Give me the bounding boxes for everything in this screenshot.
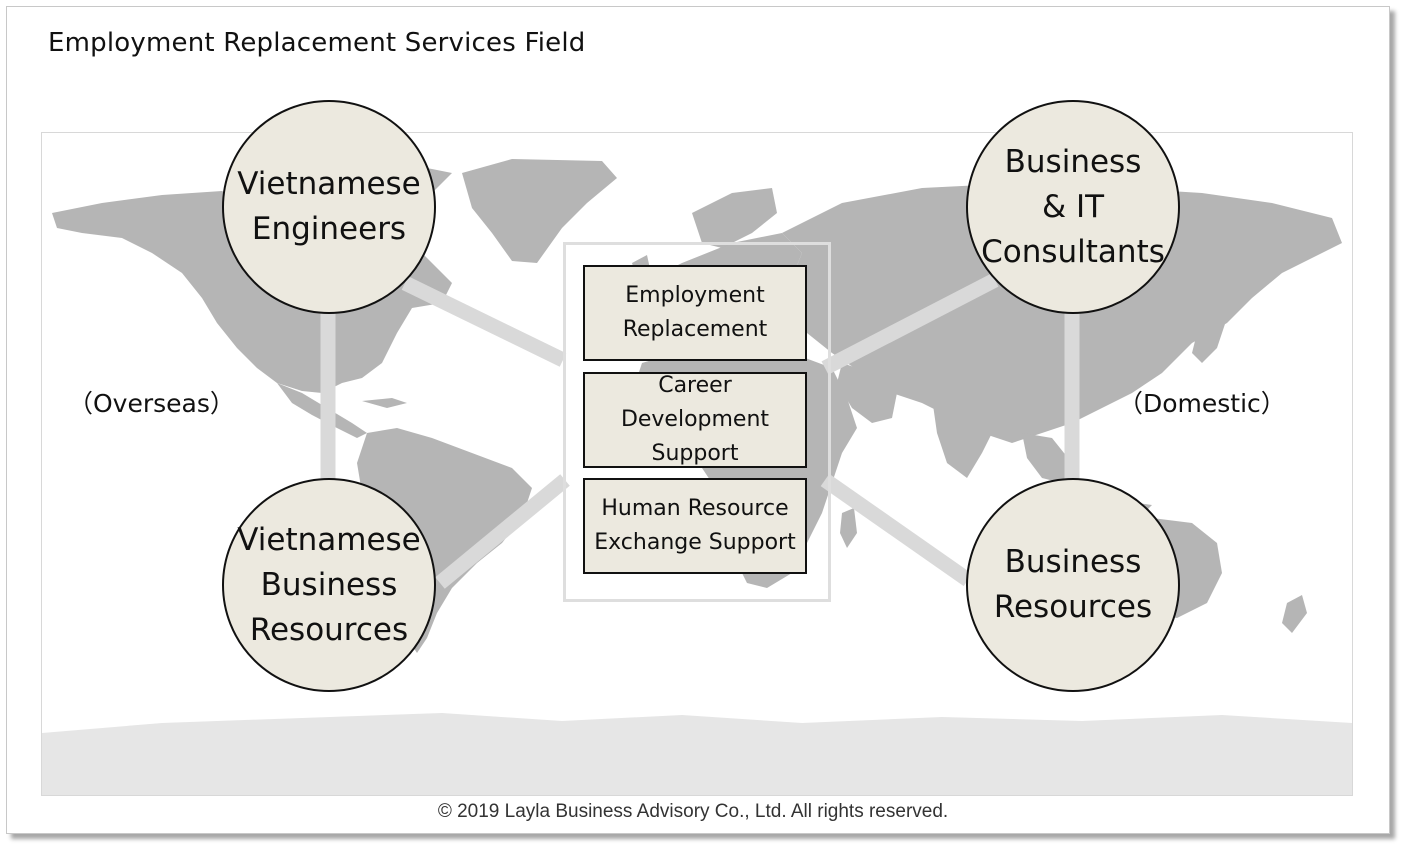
node-vietnamese-engineers: Vietnamese Engineers [222, 100, 436, 314]
service-box-career-development: Career Development Support [583, 372, 807, 468]
service-box-employment-replacement: Employment Replacement [583, 265, 807, 361]
connector-top-left [401, 276, 567, 367]
label-overseas: （Overseas） [68, 389, 235, 418]
label-domestic: （Domestic） [1118, 389, 1286, 418]
copyright-footer: © 2019 Layla Business Advisory Co., Ltd.… [437, 801, 949, 822]
connector-top-right [821, 273, 999, 375]
node-vietnamese-business-resources: Vietnamese Business Resources [222, 478, 436, 692]
node-business-it-consultants: Business & IT Consultants [966, 100, 1180, 314]
diagram-title: Employment Replacement Services Field [48, 28, 586, 58]
service-box-hr-exchange: Human Resource Exchange Support [583, 478, 807, 574]
services-group-frame [563, 242, 831, 602]
connector-bottom-right [820, 473, 973, 587]
connector-bottom-left [435, 474, 570, 589]
node-business-resources: Business Resources [966, 478, 1180, 692]
